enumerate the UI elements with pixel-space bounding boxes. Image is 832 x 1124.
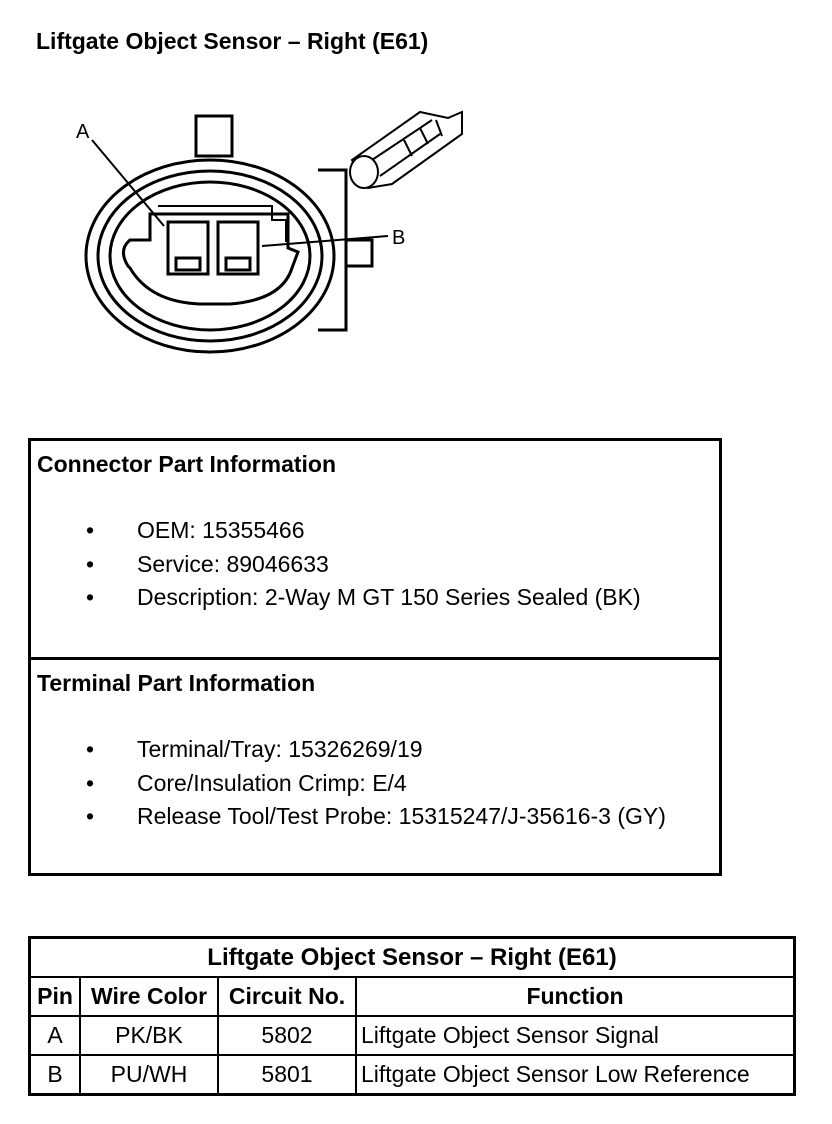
label-b: B — [392, 227, 405, 249]
connector-ring-2 — [108, 180, 312, 332]
pin-table-header: Pin Wire Color Circuit No. Function — [28, 976, 796, 1017]
leader-a — [91, 139, 165, 227]
top-tab — [194, 114, 234, 158]
bullet-icon: • — [86, 803, 95, 829]
pin-table-title: Liftgate Object Sensor – Right (E61) — [28, 936, 796, 978]
cell-pin: A — [28, 1015, 81, 1056]
bullet-icon: • — [86, 517, 95, 543]
pin-table: Liftgate Object Sensor – Right (E61) Pin… — [28, 936, 796, 1096]
connector-diagram: A B — [76, 110, 463, 354]
cell-circuit: 5802 — [217, 1015, 357, 1056]
connector-part-section: Connector Part Information •OEM: 1535546… — [31, 441, 719, 660]
terminal-b — [216, 220, 260, 276]
leader-b — [261, 235, 389, 247]
page-title: Liftgate Object Sensor – Right (E61) — [36, 28, 429, 54]
cell-function: Liftgate Object Sensor Signal — [355, 1015, 796, 1056]
bullet-icon: • — [86, 584, 95, 610]
connector-ring-1 — [96, 169, 324, 343]
bullet-icon: • — [86, 736, 95, 762]
header-circuit: Circuit No. — [217, 976, 357, 1017]
cell-circuit: 5801 — [217, 1054, 357, 1096]
terminal-part-heading: Terminal Part Information — [37, 670, 316, 696]
terminal-b-slot — [224, 256, 252, 272]
cavity-inner — [158, 205, 287, 242]
terminal-part-section: Terminal Part Information •Terminal/Tray… — [37, 670, 666, 829]
connector-part-heading: Connector Part Information — [37, 451, 337, 477]
cell-wire-color: PU/WH — [79, 1054, 219, 1096]
latch-tab — [344, 238, 374, 268]
part-info-box: Connector Part Information •OEM: 1535546… — [28, 438, 722, 876]
bullet-icon: • — [86, 550, 95, 577]
table-row: A PK/BK 5802 Liftgate Object Sensor Sign… — [28, 1015, 796, 1056]
bullet-icon: • — [86, 769, 95, 796]
connector-thumbnail — [349, 110, 463, 190]
header-function: Function — [355, 976, 796, 1017]
cavity-outline — [122, 212, 300, 306]
terminal-a — [166, 220, 210, 276]
header-wire-color: Wire Color — [79, 976, 219, 1017]
cell-function: Liftgate Object Sensor Low Reference — [355, 1054, 796, 1096]
terminal-a-slot — [174, 256, 202, 272]
label-a: A — [76, 121, 90, 143]
cell-wire-color: PK/BK — [79, 1015, 219, 1056]
table-row: B PU/WH 5801 Liftgate Object Sensor Low … — [28, 1054, 796, 1096]
cell-pin: B — [28, 1054, 81, 1096]
header-pin: Pin — [28, 976, 81, 1017]
